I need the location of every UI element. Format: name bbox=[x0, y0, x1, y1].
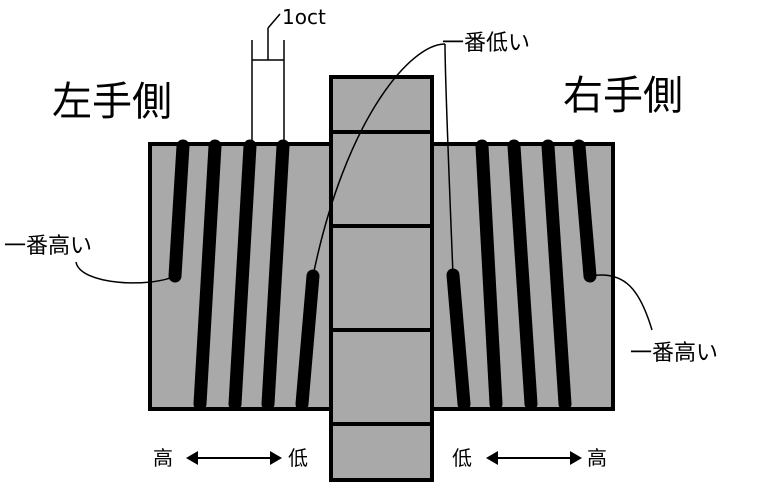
highest-right-label: 一番高い bbox=[630, 341, 718, 366]
axis-right-low: 低 bbox=[452, 446, 472, 470]
axis-right-high: 高 bbox=[587, 446, 607, 470]
center-block bbox=[329, 75, 434, 482]
right-tine-5 bbox=[572, 139, 597, 283]
right-tine-3 bbox=[507, 139, 538, 411]
right-side-title: 右手側 bbox=[563, 73, 683, 119]
arrow-left-axis bbox=[186, 451, 282, 465]
lowest-label: 一番低い bbox=[442, 31, 530, 56]
highest-left-label: 一番高い bbox=[4, 234, 92, 259]
lowest-leaders bbox=[312, 43, 454, 277]
right-tine-1 bbox=[446, 268, 471, 411]
left-tine-5 bbox=[295, 269, 320, 411]
arrow-right-axis bbox=[486, 451, 582, 465]
right-tine-4 bbox=[541, 139, 572, 411]
left-tine-3 bbox=[228, 139, 257, 411]
axis-left-low: 低 bbox=[288, 446, 308, 470]
left-tine-4 bbox=[261, 139, 290, 411]
left-side-title: 左手側 bbox=[52, 79, 172, 125]
highest-left-leader bbox=[75, 261, 176, 284]
right-tine-2 bbox=[475, 139, 503, 411]
left-tines bbox=[168, 139, 320, 411]
left-tine-1 bbox=[168, 139, 190, 283]
octave-label: 1oct bbox=[282, 5, 326, 29]
axis-left-high: 高 bbox=[153, 446, 173, 470]
highest-right-leader bbox=[589, 274, 653, 331]
left-tine-2 bbox=[193, 139, 222, 411]
right-tines bbox=[446, 139, 597, 411]
octave-bracket bbox=[251, 13, 285, 142]
